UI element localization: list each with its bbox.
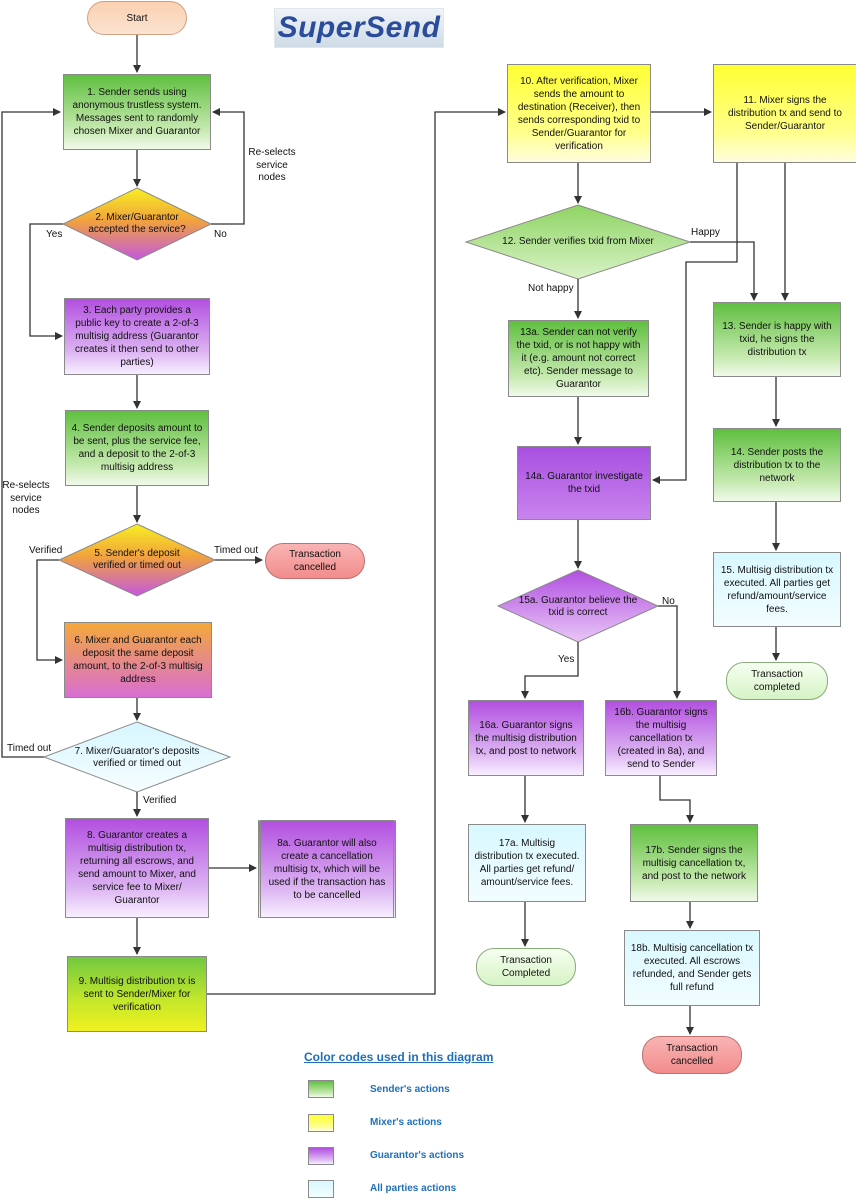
legend-swatch-sender: [308, 1080, 334, 1098]
decision-7-shape: [42, 721, 232, 793]
legend-label-sender: Sender's actions: [370, 1084, 450, 1095]
step-10-box: 10. After verification, Mixer sends the …: [507, 64, 651, 163]
start-terminal: Start: [87, 1, 187, 35]
step-4-box: 4. Sender deposits amount to be sent, pl…: [65, 410, 209, 486]
transaction-completed-terminal-17a: Transaction Completed: [476, 948, 576, 986]
transaction-cancelled-terminal-18b: Transaction cancelled: [642, 1036, 742, 1074]
step-16a-box: 16a. Guarantor signs the multisig distri…: [468, 700, 584, 776]
edge-label-no-15a: No: [662, 596, 675, 607]
step-13a-box: 13a. Sender can not verify the txid, or …: [508, 320, 649, 397]
edge-label-nothappy-12: Not happy: [528, 283, 574, 294]
step-1-box: 1. Sender sends using anonymous trustles…: [63, 74, 211, 150]
step-13-box: 13. Sender is happy with txid, he signs …: [713, 302, 841, 377]
edge-label-timedout-7: Timed out: [7, 743, 52, 754]
edge-label-happy-12: Happy: [691, 227, 720, 238]
step-8a-box: 8a. Guarantor will also create a cancell…: [258, 820, 396, 918]
edge-label-yes-2: Yes: [46, 229, 63, 240]
step-17a-box: 17a. Multisig distribution tx executed. …: [468, 824, 586, 902]
step-17b-box: 17b. Sender signs the multisig cancellat…: [630, 824, 758, 902]
legend-label-guarantor: Guarantor's actions: [370, 1150, 465, 1161]
transaction-completed-terminal-15: Transaction completed: [726, 662, 828, 700]
step-16b-box: 16b. Guarantor signs the multisig cancel…: [605, 700, 717, 776]
step-14-box: 14. Sender posts the distribution tx to …: [713, 428, 841, 502]
legend-title: Color codes used in this diagram: [304, 1050, 494, 1064]
step-3-box: 3. Each party provides a public key to c…: [64, 298, 210, 375]
step-18b-box: 18b. Multisig cancellation tx executed. …: [624, 930, 760, 1006]
decision-2-shape: [61, 187, 213, 261]
edge-label-yes-15a: Yes: [558, 654, 575, 665]
transaction-cancelled-terminal-5: Transaction cancelled: [265, 543, 365, 579]
decision-12-shape: [464, 204, 692, 280]
decision-15a-shape: [496, 569, 660, 643]
legend-swatch-mixer: [308, 1114, 334, 1132]
edge-label-verified-5: Verified: [29, 545, 63, 556]
step-11-box: 11. Mixer signs the distribution tx and …: [713, 64, 856, 163]
step-15-box: 15. Multisig distribution tx executed. A…: [713, 552, 841, 627]
edge-label-verified-7: Verified: [143, 795, 177, 806]
step-14a-box: 14a. Guarantor investigate the txid: [517, 446, 651, 520]
legend-label-all-parties: All parties actions: [370, 1183, 457, 1194]
decision-5-shape: [57, 523, 217, 597]
edge-label-reselect-2: Re-selects service nodes: [2, 480, 50, 516]
step-8-box: 8. Guarantor creates a multisig distribu…: [65, 818, 209, 918]
step-6-box: 6. Mixer and Guarantor each deposit the …: [64, 622, 212, 698]
edge-label-reselect-1: Re-selects service nodes: [248, 147, 296, 183]
edge-label-timedout-5: Timed out: [214, 545, 259, 556]
supersend-logo: SuperSend: [274, 8, 444, 48]
legend-swatch-guarantor: [308, 1147, 334, 1165]
step-9-box: 9. Multisig distribution tx is sent to S…: [67, 956, 207, 1032]
legend-swatch-all-parties: [308, 1180, 334, 1198]
edge-label-no-2: No: [214, 229, 227, 240]
legend-label-mixer: Mixer's actions: [370, 1117, 442, 1128]
